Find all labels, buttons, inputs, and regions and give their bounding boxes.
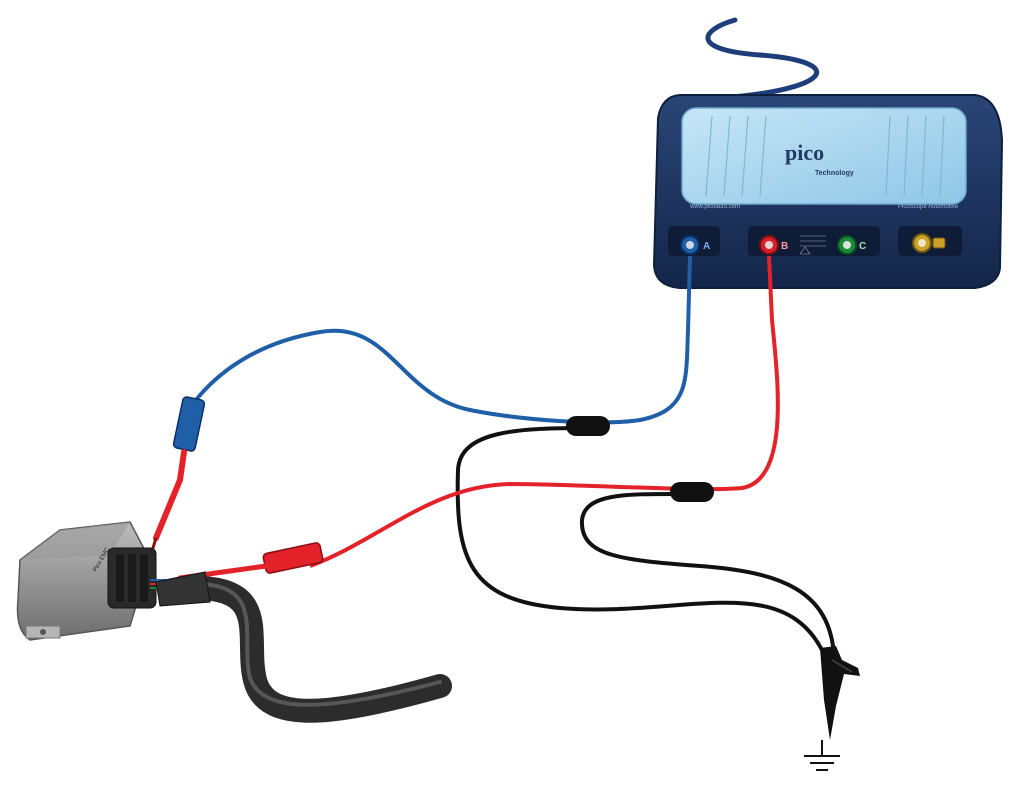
ground-lead-a (455, 426, 824, 651)
splitter-red-black (670, 482, 714, 502)
probe-tip-icon (153, 449, 187, 541)
channel-a-label: A (703, 241, 710, 252)
crocodile-clip-icon (820, 646, 860, 740)
module-connector (107, 547, 157, 609)
wiring-harness-highlight (198, 582, 442, 707)
scope-brand-sub: Technology (815, 170, 854, 177)
ground-symbol-icon (804, 740, 840, 771)
scope-url: www.picoauto.com (689, 204, 740, 210)
splitter-blue-black (566, 416, 610, 436)
scope-model: PicoScope Automotive (898, 204, 959, 210)
scope-brand: pico (785, 140, 824, 165)
probe-channel-a[interactable] (148, 396, 206, 559)
panel-ridges (705, 115, 945, 197)
connector-d[interactable] (912, 233, 946, 253)
usb-cable (705, 17, 820, 101)
lead-channel-b (309, 255, 780, 568)
connector-c[interactable]: C (837, 235, 866, 255)
oscilloscope: pico Technology www.picoauto.com PicoSco… (652, 94, 1004, 289)
spec-block (799, 235, 826, 255)
scope-panel (681, 107, 967, 205)
connector-b[interactable]: B (759, 235, 788, 255)
ground-lead-b (579, 491, 836, 657)
channel-c-label: C (859, 241, 866, 252)
connector-a[interactable]: A (680, 235, 710, 255)
control-module: Pico EMC (16, 521, 211, 641)
lead-channel-a (194, 255, 692, 425)
channel-b-label: B (781, 241, 788, 252)
